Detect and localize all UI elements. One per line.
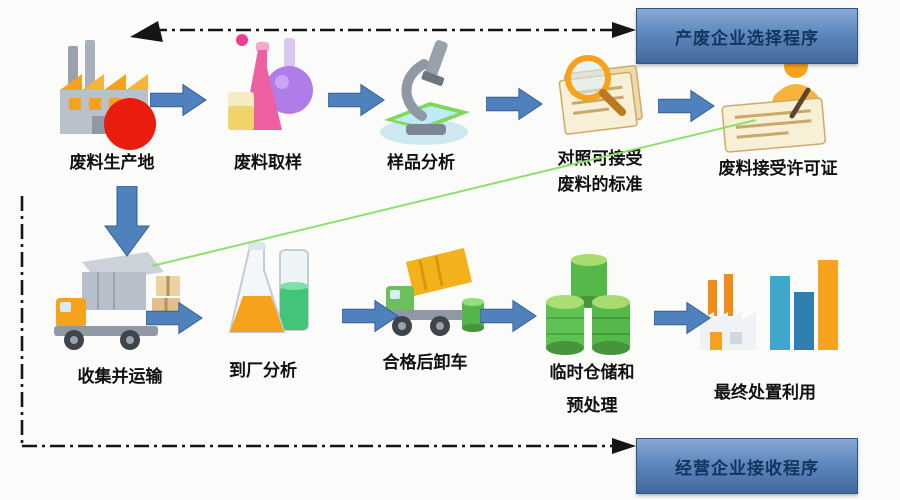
flow-step-label-waste-sampling: 废料取样 <box>234 153 302 172</box>
bottom-boundary-arrowhead-icon <box>612 438 636 454</box>
flow-step-label-unload-after-qualification: 合格后卸车 <box>382 353 468 372</box>
standards-check-icon <box>546 44 654 146</box>
sampling-flasks-icon <box>222 30 322 150</box>
microscope-icon <box>372 36 477 151</box>
flow-arrow-right-icon <box>146 301 203 335</box>
flow-arrow-right-icon <box>486 87 543 121</box>
flow-step-label-acceptance-permit: 废料接受许可证 <box>718 159 838 178</box>
flow-step-label-acceptable-standards: 对照可接受 废料的标准 <box>557 149 643 194</box>
flow-arrow-down-icon <box>104 186 150 257</box>
flow-step-label-sample-analysis: 样品分析 <box>387 153 455 172</box>
flow-arrow-right-icon <box>480 299 537 333</box>
flow-arrow-right-icon <box>342 299 399 333</box>
flow-arrow-right-icon <box>328 83 385 117</box>
flow-step-label-plant-analysis: 到厂分析 <box>229 361 297 380</box>
unloading-truck-icon <box>376 240 486 352</box>
bottom-banner-operating-enterprise-procedure: 经营企业接收程序 <box>636 438 858 494</box>
flow-arrow-right-icon <box>150 83 207 117</box>
top-banner-producing-enterprise-procedure: 产废企业选择程序 <box>636 8 858 64</box>
flow-step-label-waste-production-site: 废料生产地 <box>69 153 155 172</box>
plant-analysis-flasks-icon <box>216 240 321 358</box>
flow-step-label-final-disposal: 最终处置利用 <box>714 383 816 402</box>
final-disposal-factory-icon <box>692 246 842 372</box>
flow-arrow-right-icon <box>654 301 711 335</box>
permit-signing-icon <box>716 50 836 158</box>
flow-step-label-temporary-storage-pretreatment: 临时仓储和 预处理 <box>549 363 635 416</box>
flow-step-label-collect-transport: 收集并运输 <box>77 367 163 386</box>
top-boundary-arrowhead-icon <box>612 22 636 38</box>
storage-drums-icon <box>540 250 640 362</box>
factory-icon <box>52 38 164 153</box>
flow-arrow-right-icon <box>658 89 715 123</box>
transport-truck-icon <box>48 246 188 358</box>
